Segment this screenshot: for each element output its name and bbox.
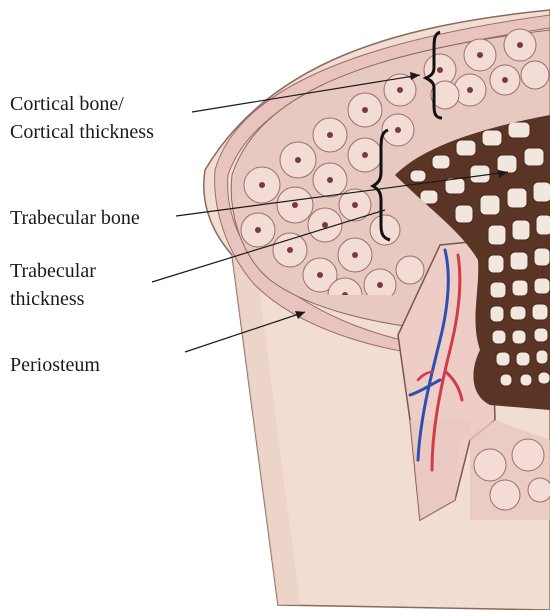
label-cortical-bone: Cortical bone/ Cortical thickness: [10, 90, 154, 146]
label-trabecular-thickness: Trabecular thickness: [10, 257, 96, 313]
label-periosteum: Periosteum: [10, 351, 100, 379]
label-trabecular-bone: Trabecular bone: [10, 204, 140, 232]
